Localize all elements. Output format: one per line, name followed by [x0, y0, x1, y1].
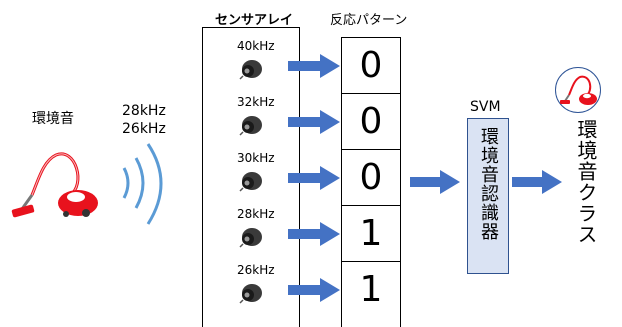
output-class-label: 環境音クラス [574, 119, 598, 245]
sensor-freq-label: 28kHz [237, 207, 275, 221]
arrow-icon [512, 170, 562, 194]
sensor-freq-label: 40kHz [237, 39, 275, 53]
pattern-bit: 0 [342, 94, 400, 150]
sound-wave-icon [122, 143, 163, 225]
ultrasonic-sensor-icon [239, 60, 262, 80]
pattern-bit: 1 [359, 269, 383, 310]
arrow-icon [288, 110, 340, 134]
pattern-bit: 0 [342, 150, 400, 206]
arrow-icon [288, 278, 340, 302]
ultrasonic-sensor-icon [239, 172, 262, 192]
pattern-title: 反応パターン [330, 13, 408, 28]
pattern-bit: 0 [342, 38, 400, 94]
arrow-icon [288, 222, 340, 246]
pattern-column: 0 0 0 1 1 [341, 37, 401, 327]
arrow-icon [410, 170, 460, 194]
sensor-freq-label: 26kHz [237, 263, 275, 277]
svm-title: SVM [470, 99, 501, 115]
pattern-bit: 1 [342, 206, 400, 262]
sensor-freq-label: 32kHz [237, 95, 275, 109]
recognizer-label: 環境音認識器 [478, 127, 499, 241]
sensor-array-title: センサアレイ [215, 13, 294, 28]
ultrasonic-sensor-icon [239, 284, 262, 304]
arrow-icon [288, 166, 340, 190]
sensor-freq-label: 30kHz [237, 151, 275, 165]
freq-line-2: 26kHz [122, 121, 166, 137]
vacuum-cleaner-icon [11, 152, 98, 218]
freq-line-1: 28kHz [122, 103, 166, 119]
arrow-icon [288, 54, 340, 78]
output-class-icon-frame [555, 67, 601, 113]
ultrasonic-sensor-icon [239, 228, 262, 248]
ambient-sound-label: 環境音 [32, 111, 74, 127]
ultrasonic-sensor-icon [239, 116, 262, 136]
svm-recognizer-box: 環境音認識器 [467, 118, 509, 274]
vacuum-cleaner-icon [560, 75, 597, 105]
